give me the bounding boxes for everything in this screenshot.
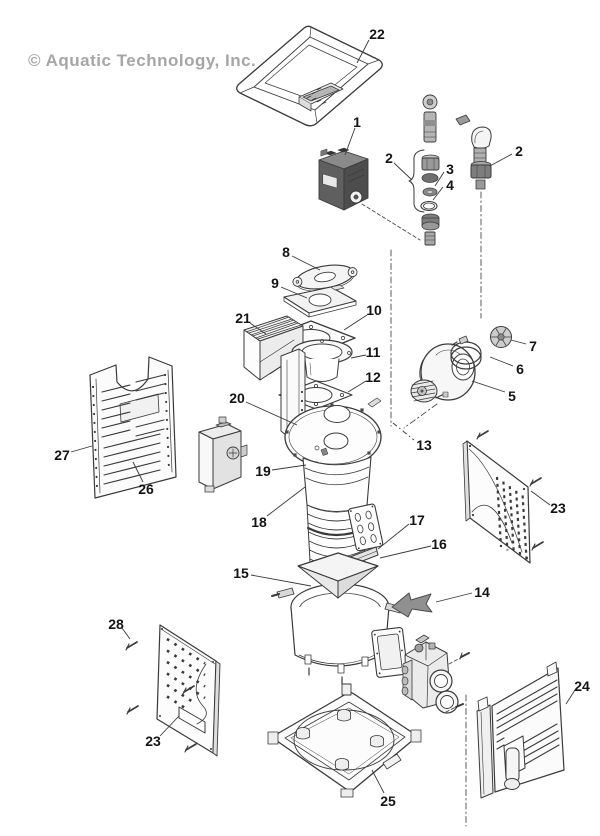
callout-leader-9 [280,286,308,299]
callout-leader-12 [347,380,367,393]
part-22-top-lid [236,25,383,127]
part-8-flange [292,264,358,292]
callout-label-5: 5 [508,388,516,404]
callout-label-8: 8 [282,244,290,260]
callout-label-13: 13 [416,437,432,453]
manifold-assembly [401,634,470,714]
part-1-gas-valve [318,147,369,211]
part-15-combustion-chamber [271,552,409,685]
callout-label-11: 11 [366,344,381,360]
part-26-27-louvered-panel [89,356,177,499]
callout-label-24: 24 [574,678,590,694]
part-2-fitting-stack-left [408,94,440,246]
callout-label-15: 15 [233,565,249,581]
callout-leader-6 [489,356,514,367]
callout-label-20: 20 [229,390,245,406]
callout-leader-24 [565,689,576,705]
watermark: © Aquatic Technology, Inc. [28,51,256,70]
callout-label-7: 7 [529,338,537,354]
callout-leader-21 [249,322,267,335]
part-9-plate [283,284,357,318]
callout-leader-2 [489,153,513,167]
callout-label-6: 6 [516,361,524,377]
burner-door-frame [371,627,409,678]
part-21-louvered-duct [243,315,304,381]
part-4-o-ring [420,200,438,212]
callout-label-19: 19 [255,463,271,479]
screw [126,705,139,715]
callout-leader-20 [245,401,298,426]
screw [476,430,489,440]
part-23-right-access-panel [462,440,531,564]
part-7-impeller [490,326,512,348]
screw [125,641,138,651]
part-20-junction-box [198,416,248,493]
construction-lines [361,191,482,827]
callout-label-17: 17 [409,512,425,528]
callout-label-16: 16 [431,536,447,552]
screw [182,685,195,695]
callout-leader-1 [344,127,356,156]
callout-label-9: 9 [271,275,279,291]
part-2-fitting-stack-right [455,114,492,190]
callout-label-2: 2 [385,150,393,166]
callout-leader-27 [70,445,93,453]
callout-label-3: 3 [446,161,454,177]
callout-leader-19 [271,464,307,471]
callout-leader-13 [392,422,415,441]
callout-label-23: 23 [550,500,566,516]
part-5-blower [410,343,476,403]
callout-label-1: 1 [353,114,361,130]
callout-leader-14 [435,592,473,603]
callout-label-2: 2 [515,143,523,159]
callout-leader-25 [371,769,385,794]
callout-leader-22 [356,39,370,64]
callout-leader-23 [530,490,551,506]
part-6-clamp-ring [450,335,482,370]
screw [529,477,542,487]
callout-leader-5 [471,380,506,393]
callout-label-26: 26 [138,481,154,497]
callout-leader-28 [121,627,131,640]
callout-label-25: 25 [380,793,396,809]
part-17-side-plate [347,503,384,552]
callout-leader-11 [350,354,367,359]
part-25-base-pan [267,683,422,798]
callout-leader-26 [132,461,144,483]
callout-leader-3 [434,171,445,187]
part-19-upper-shell [302,456,372,513]
callout-label-28: 28 [108,616,124,632]
callout-leader-18 [266,486,306,517]
part-24-louvered-panel [476,661,565,799]
callout-leader-7 [510,339,527,345]
callout-label-18: 18 [251,514,267,530]
callout-leader-15 [250,574,312,587]
callout-leader-17 [377,523,410,550]
callout-leader-8 [291,255,321,271]
screw [184,743,197,753]
callout-label-14: 14 [474,584,490,600]
screw [531,541,544,551]
callout-label-4: 4 [446,177,454,193]
callout-label-23: 23 [145,733,161,749]
part-11-flue-collar [291,339,353,382]
callout-label-10: 10 [366,302,382,318]
callout-leader-10 [343,314,368,331]
callout-label-21: 21 [235,310,251,326]
callout-leader-4 [432,186,444,201]
part-13-top-plate [284,397,382,476]
part-23-left-access-panel [156,624,221,757]
callout-label-12: 12 [365,369,381,385]
callout-leader-23 [159,715,180,737]
part-14-bracket [391,592,433,618]
callout-label-27: 27 [54,447,70,463]
callout-leader-2 [393,162,413,181]
callout-label-22: 22 [369,26,385,42]
callout-leader-16 [379,545,432,559]
